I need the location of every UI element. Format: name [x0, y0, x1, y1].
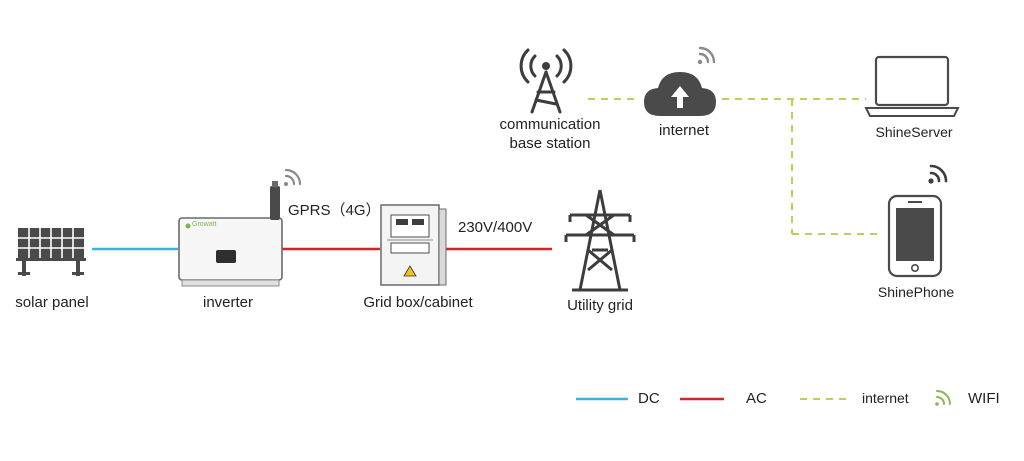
- inverter-label: inverter: [202, 294, 254, 311]
- legend-dc-label: DC: [638, 390, 660, 407]
- legend-ac-label: AC: [746, 390, 767, 407]
- utility-tower-icon: [564, 189, 636, 292]
- shine-server-label: ShineServer: [875, 124, 953, 140]
- laptop-icon: [864, 55, 960, 117]
- utility-grid-label: Utility grid: [567, 297, 633, 314]
- internet-label: internet: [658, 122, 710, 139]
- legend-wifi-icon: [935, 390, 951, 406]
- base-station-label-line2: base station: [509, 135, 591, 152]
- grid-box-label: Grid box/cabinet: [363, 294, 473, 311]
- base-station-icon: [519, 48, 573, 114]
- inverter-icon: [178, 217, 283, 287]
- inverter-brand-text: Growatt: [192, 221, 217, 228]
- base-station-label-line1: communication: [499, 116, 601, 133]
- shine-phone-label: ShinePhone: [877, 284, 955, 300]
- cloud-wifi-icon: [697, 46, 716, 65]
- gprs-wifi-icon: [284, 168, 302, 186]
- legend-wifi-label: WIFI: [968, 390, 1000, 407]
- solar-panel-label: solar panel: [15, 294, 89, 311]
- grid-box-icon: [380, 204, 447, 286]
- phone-wifi-icon: [928, 164, 948, 184]
- solar-panel-icon: [16, 228, 86, 276]
- cloud-icon: [644, 72, 716, 116]
- legend-internet-label: internet: [862, 390, 909, 406]
- gprs-dongle-icon: [270, 181, 280, 220]
- voltage-label: 230V/400V: [458, 219, 533, 236]
- phone-icon: [887, 194, 943, 278]
- gprs-label: GPRS（4G）: [288, 202, 381, 219]
